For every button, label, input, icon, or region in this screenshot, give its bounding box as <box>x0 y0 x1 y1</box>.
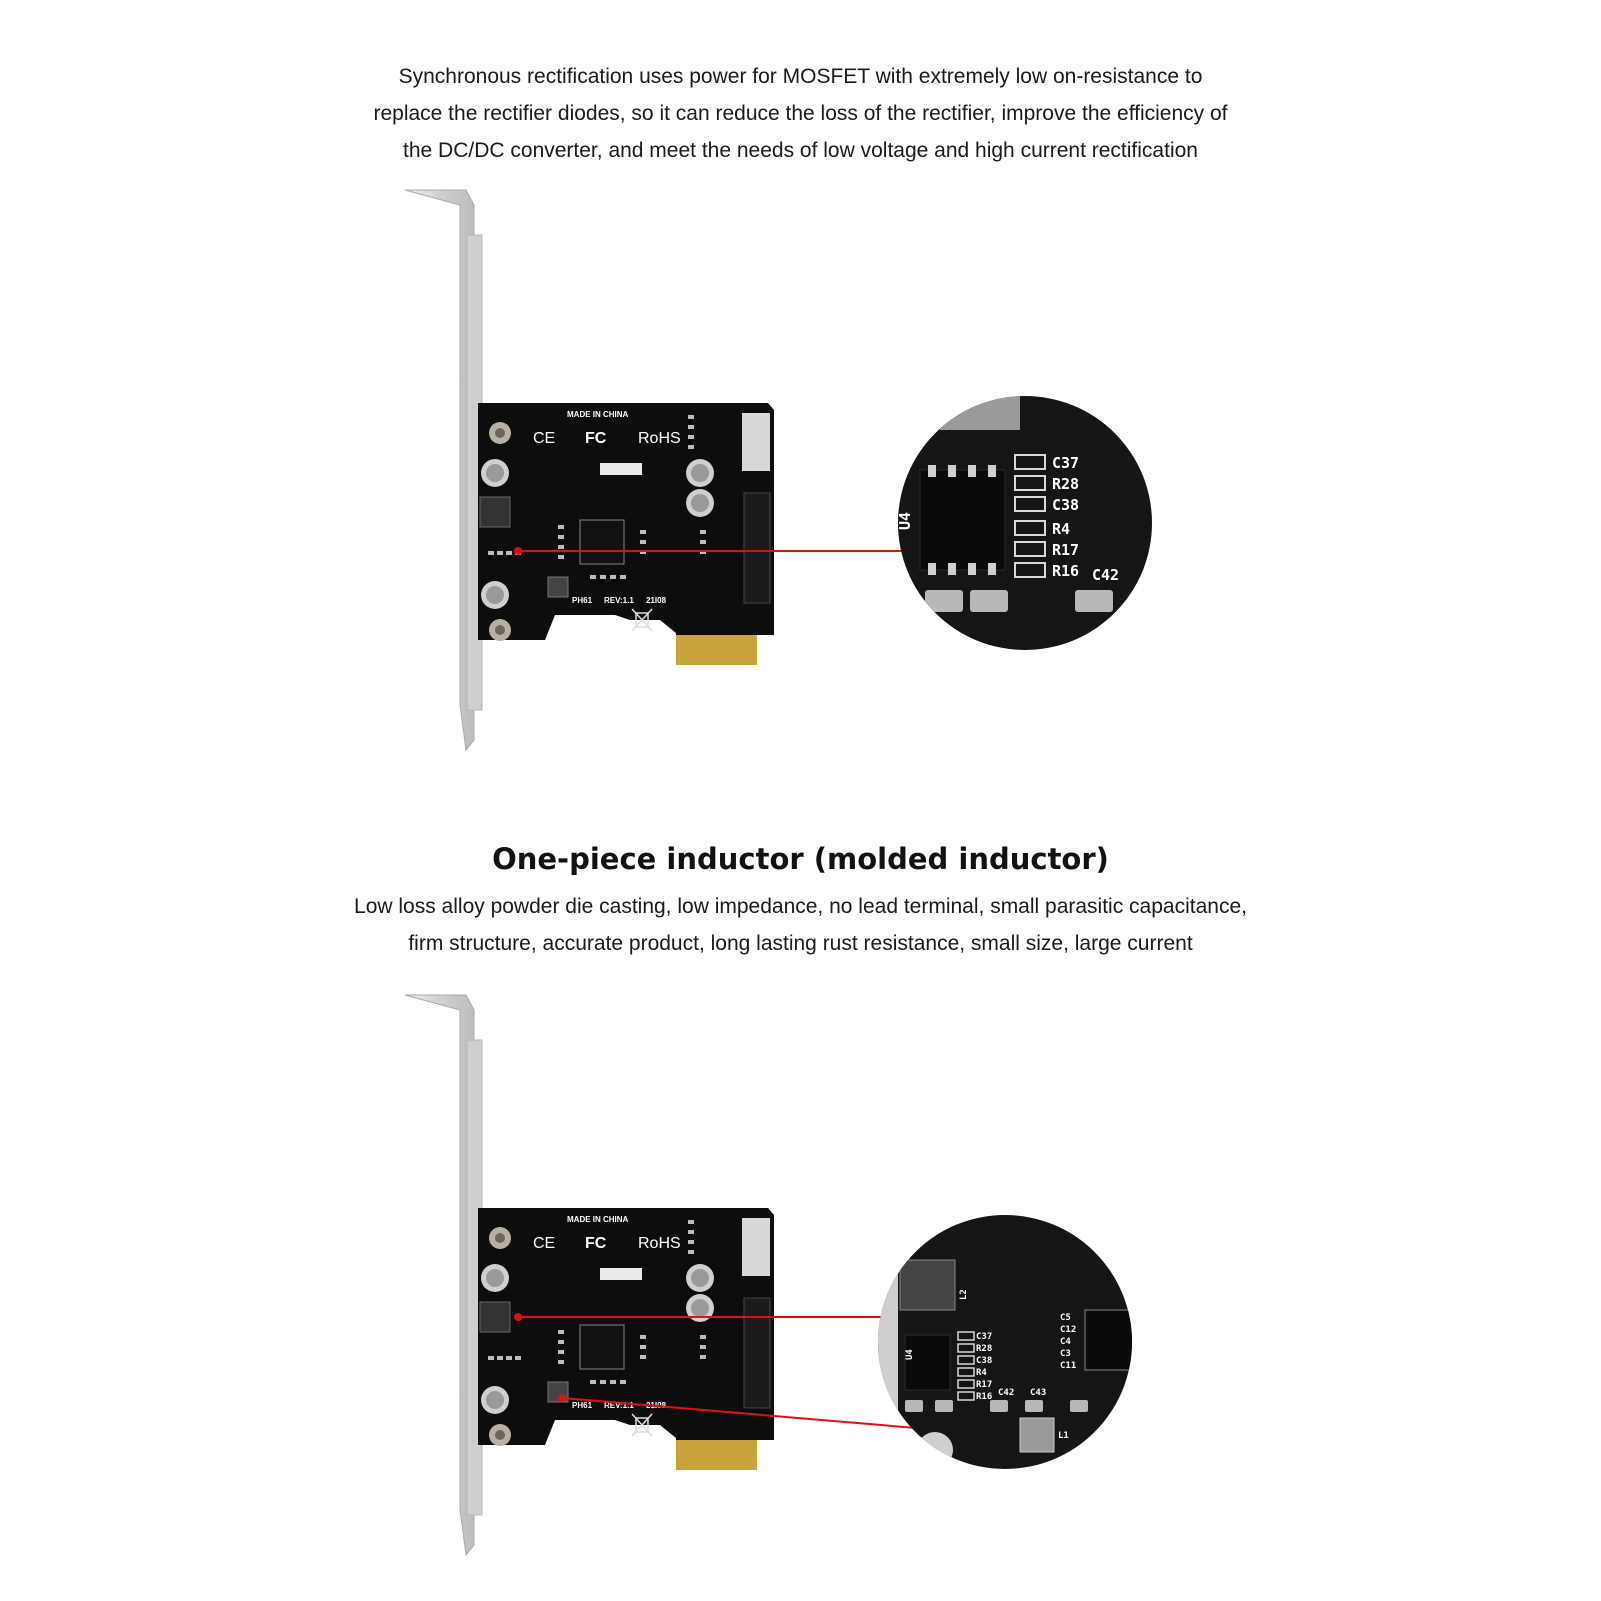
zoom2-label-c5: C5 <box>1060 1313 1071 1323</box>
pcb-board: MADE IN CHINA CE FC RoHS PH61 REV:1.1 21… <box>478 1208 774 1470</box>
zoom-detail-2: C37 R28 C38 R4 R17 R16 C42 C43 L2 L1 U4 … <box>878 1215 1132 1470</box>
zoom2-label-r16: R16 <box>976 1392 992 1402</box>
date-code-text: 21I08 <box>646 596 667 605</box>
zoom2-label-l1: L1 <box>1058 1431 1069 1441</box>
zoom1-label-c37: C37 <box>1052 454 1079 472</box>
rohs-mark: RoHS <box>638 1235 681 1252</box>
metal-bracket <box>404 189 483 752</box>
zoom2-label-c12: C12 <box>1060 1325 1076 1335</box>
gold-fingers <box>676 635 757 665</box>
inductor-line-1: Low loss alloy powder die casting, low i… <box>354 895 1247 918</box>
zoom2-label-r17: R17 <box>976 1380 992 1390</box>
zoom2-label-r4: R4 <box>976 1368 987 1378</box>
zoom2-label-c38: C38 <box>976 1356 992 1366</box>
pcb-board: MADE IN CHINA CE FC RoHS PH61 REV:1.1 21… <box>478 403 774 665</box>
zoom1-label-r16: R16 <box>1052 562 1079 580</box>
model-text: PH61 <box>572 1401 593 1410</box>
ce-mark: CE <box>533 1235 555 1252</box>
weee-icon <box>631 1413 653 1437</box>
inductor-heading: One-piece inductor (molded inductor) <box>492 842 1109 876</box>
pcie-card-figure-1: MADE IN CHINA CE FC RoHS PH61 REV:1.1 21… <box>0 185 1601 785</box>
ce-mark: CE <box>533 430 555 447</box>
rectification-line-3: the DC/DC converter, and meet the needs … <box>403 139 1198 162</box>
zoom-detail-1: C37 R28 C38 R4 R17 R16 C42 U4 <box>896 396 1152 650</box>
zoom1-label-u4: U4 <box>896 512 914 530</box>
zoom1-label-r28: R28 <box>1052 475 1079 493</box>
pcie-card-illustration-2: MADE IN CHINA CE FC RoHS PH61 REV:1.1 21… <box>404 994 1132 1557</box>
made-in-china-text: MADE IN CHINA <box>567 1215 629 1224</box>
rectification-line-2: replace the rectifier diodes, so it can … <box>373 102 1228 125</box>
zoom1-label-r17: R17 <box>1052 541 1079 559</box>
pcie-card-illustration-1: MADE IN CHINA CE FC RoHS PH61 REV:1.1 21… <box>404 189 1152 752</box>
gold-fingers <box>676 1440 757 1470</box>
pointer-line-inductor-l2 <box>514 1313 905 1321</box>
zoom2-label-ph: PH <box>1080 1455 1096 1470</box>
zoom1-label-c38: C38 <box>1052 496 1079 514</box>
model-text: PH61 <box>572 596 593 605</box>
zoom2-label-c42: C42 <box>998 1388 1014 1398</box>
rectification-description: Synchronous rectification uses power for… <box>0 58 1601 169</box>
weee-icon <box>631 608 653 632</box>
zoom1-label-c42: C42 <box>1092 566 1119 584</box>
zoom1-label-r4: R4 <box>1052 520 1070 538</box>
pcie-card-figure-2: MADE IN CHINA CE FC RoHS PH61 REV:1.1 21… <box>0 990 1601 1590</box>
zoom2-label-c4: C4 <box>1060 1337 1071 1347</box>
pointer-line-1 <box>514 547 905 555</box>
zoom2-label-u4: U4 <box>905 1349 915 1360</box>
zoom2-label-c43: C43 <box>1030 1388 1046 1398</box>
metal-bracket <box>404 994 483 1557</box>
zoom2-label-c11: C11 <box>1060 1361 1076 1371</box>
zoom2-label-l2: L2 <box>959 1289 969 1300</box>
zoom2-label-c37: C37 <box>976 1332 992 1342</box>
inductor-description: Low loss alloy powder die casting, low i… <box>0 888 1601 962</box>
rev-text: REV:1.1 <box>604 596 634 605</box>
fc-mark: FC <box>585 1235 607 1252</box>
zoom2-label-r28: R28 <box>976 1344 992 1354</box>
rectification-line-1: Synchronous rectification uses power for… <box>398 65 1203 88</box>
rev-text: REV:1.1 <box>604 1401 634 1410</box>
fc-mark: FC <box>585 430 607 447</box>
rohs-mark: RoHS <box>638 430 681 447</box>
made-in-china-text: MADE IN CHINA <box>567 410 629 419</box>
inductor-line-2: firm structure, accurate product, long l… <box>408 932 1193 955</box>
zoom2-label-c3: C3 <box>1060 1349 1071 1359</box>
